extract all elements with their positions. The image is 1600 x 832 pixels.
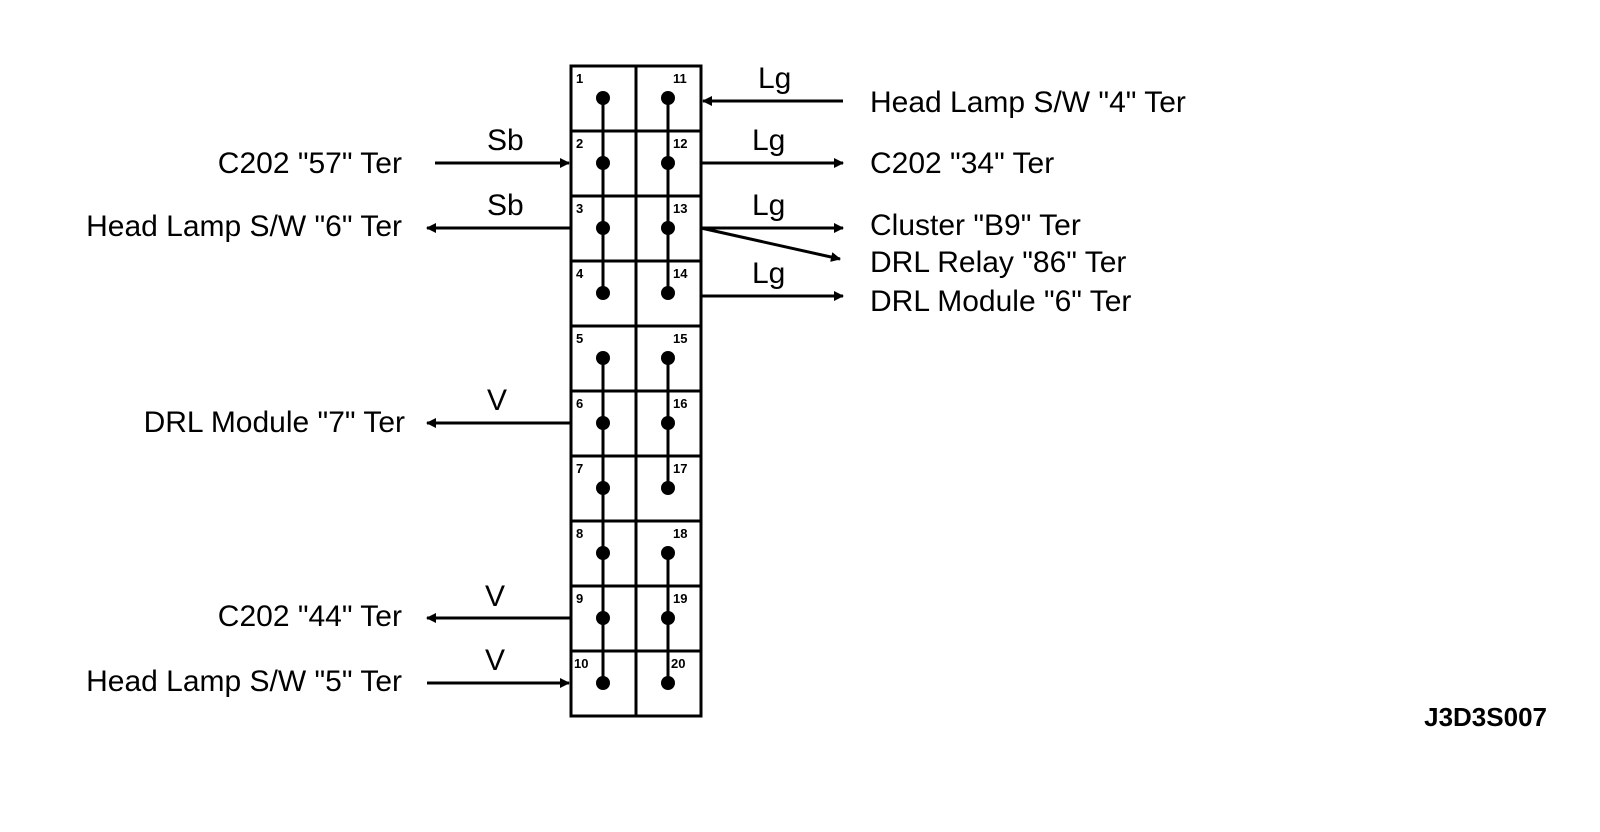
pin-number: 19 — [673, 591, 687, 606]
terminal-dot — [661, 91, 675, 105]
terminal-label: Head Lamp S/W "6" Ter — [86, 210, 402, 243]
connector-body — [569, 64, 703, 718]
terminal-dot — [661, 676, 675, 690]
terminal-dot — [596, 91, 610, 105]
pin-number: 10 — [574, 656, 588, 671]
wire-color-label: Lg — [758, 62, 791, 95]
terminal-dot — [596, 611, 610, 625]
wire-color-label: V — [485, 580, 505, 613]
pin-number: 6 — [576, 396, 583, 411]
terminal-label: Head Lamp S/W "5" Ter — [86, 665, 402, 698]
terminal-dot — [596, 221, 610, 235]
terminal-dot — [596, 416, 610, 430]
terminal-dot — [596, 351, 610, 365]
wire-color-label: Lg — [752, 124, 785, 157]
terminal-label: DRL Relay "86" Ter — [870, 246, 1126, 279]
pin-number: 2 — [576, 136, 583, 151]
pin-number: 3 — [576, 201, 583, 216]
terminal-dots — [596, 91, 675, 690]
terminal-dot — [661, 546, 675, 560]
terminal-dot — [661, 481, 675, 495]
terminal-label: DRL Module "6" Ter — [870, 285, 1131, 318]
terminal-label: C202 "57" Ter — [218, 147, 402, 180]
pin-number: 8 — [576, 526, 583, 541]
terminal-dot — [661, 351, 675, 365]
terminal-dot — [596, 156, 610, 170]
pin-number: 13 — [673, 201, 687, 216]
terminal-dot — [661, 286, 675, 300]
pin-number: 11 — [673, 71, 687, 86]
terminal-dot — [596, 546, 610, 560]
pin-number: 12 — [673, 136, 687, 151]
terminal-dot — [661, 221, 675, 235]
terminal-dot — [661, 611, 675, 625]
pin-number: 4 — [576, 266, 584, 281]
terminal-label: C202 "44" Ter — [218, 600, 402, 633]
pin-number: 18 — [673, 526, 687, 541]
wire-color-label: Lg — [752, 257, 785, 290]
terminal-label: Head Lamp S/W "4" Ter — [870, 86, 1186, 119]
pin-number: 20 — [671, 656, 685, 671]
right-wires: Lg Head Lamp S/W "4" Ter Lg C202 "34" Te… — [700, 62, 1186, 318]
pin-number: 17 — [673, 461, 687, 476]
pin-number: 5 — [576, 331, 583, 346]
wire-color-label: Sb — [487, 124, 524, 157]
terminal-dot — [596, 481, 610, 495]
wire-color-label: V — [485, 644, 505, 677]
pin-number: 14 — [673, 266, 688, 281]
pin-numbers: 1 2 3 4 5 6 7 8 9 10 11 12 13 14 15 16 1… — [574, 71, 688, 671]
terminal-dot — [596, 676, 610, 690]
wire-color-label: Sb — [487, 189, 524, 222]
terminal-dot — [661, 156, 675, 170]
pin-number: 15 — [673, 331, 687, 346]
terminal-label: DRL Module "7" Ter — [144, 406, 405, 439]
terminal-dot — [661, 416, 675, 430]
pin-number: 16 — [673, 396, 687, 411]
terminal-dot — [596, 286, 610, 300]
terminal-label: Cluster "B9" Ter — [870, 209, 1081, 242]
left-wires: Sb C202 "57" Ter Sb Head Lamp S/W "6" Te… — [86, 124, 571, 698]
pin-number: 9 — [576, 591, 583, 606]
wire-arrow — [700, 226, 841, 262]
wire-color-label: V — [487, 384, 507, 417]
pin-number: 7 — [576, 461, 583, 476]
wire-color-label: Lg — [752, 189, 785, 222]
terminal-label: C202 "34" Ter — [870, 147, 1054, 180]
figure-code: J3D3S007 — [1424, 702, 1547, 732]
pin-number: 1 — [576, 71, 583, 86]
